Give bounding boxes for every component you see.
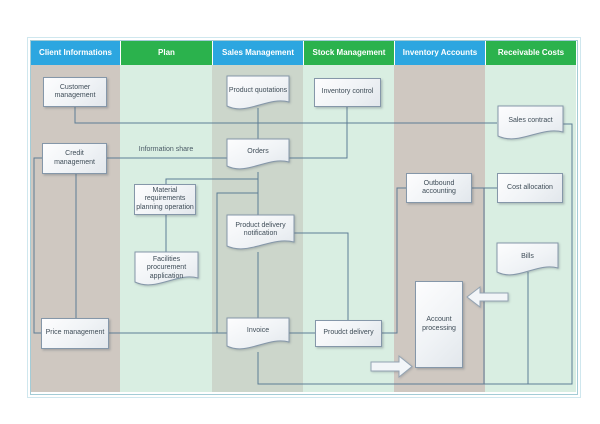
node-inventory-control[interactable]: Inventory control (314, 78, 381, 107)
node-product-delivery-notification[interactable]: Product delivery notification (235, 221, 286, 237)
edge-label-information-share: Information share (138, 145, 194, 153)
swimlane-frame (30, 40, 578, 395)
lane-header-client-informations[interactable]: Client Informations (31, 41, 120, 65)
node-account-processing[interactable]: Account processing (415, 281, 463, 368)
node-price-management[interactable]: Price management (41, 318, 109, 349)
canvas-outer-frame (27, 37, 581, 398)
node-cost-allocation[interactable]: Cost allocation (497, 173, 563, 203)
lane-header-receivable-costs[interactable]: Receivable Costs (485, 41, 576, 65)
node-bills[interactable]: Bills (521, 252, 534, 260)
lane-header-plan[interactable]: Plan (120, 41, 212, 65)
lane-header-stock-management[interactable]: Stock Management (303, 41, 394, 65)
lane-header-sales-management[interactable]: Sales Management (212, 41, 303, 65)
node-product-quotations[interactable]: Product quotations (228, 86, 288, 94)
node-invoice[interactable]: Invoice (246, 326, 270, 334)
node-credit-management[interactable]: Credit management (42, 143, 107, 174)
node-proudct-delivery[interactable]: Proudct delivery (315, 320, 382, 347)
node-facilities-procurement[interactable]: Facilities procurement application (146, 255, 187, 280)
node-orders[interactable]: Orders (247, 147, 269, 155)
node-material-requirements[interactable]: Material requirements planning operation (134, 184, 196, 215)
lane-header-inventory-accounts[interactable]: Inventory Accounts (394, 41, 485, 65)
node-outbound-accounting[interactable]: Outbound accounting (406, 173, 472, 203)
node-sales-contract[interactable]: Sales contract (508, 116, 553, 124)
node-customer-management[interactable]: Customer management (43, 77, 107, 107)
